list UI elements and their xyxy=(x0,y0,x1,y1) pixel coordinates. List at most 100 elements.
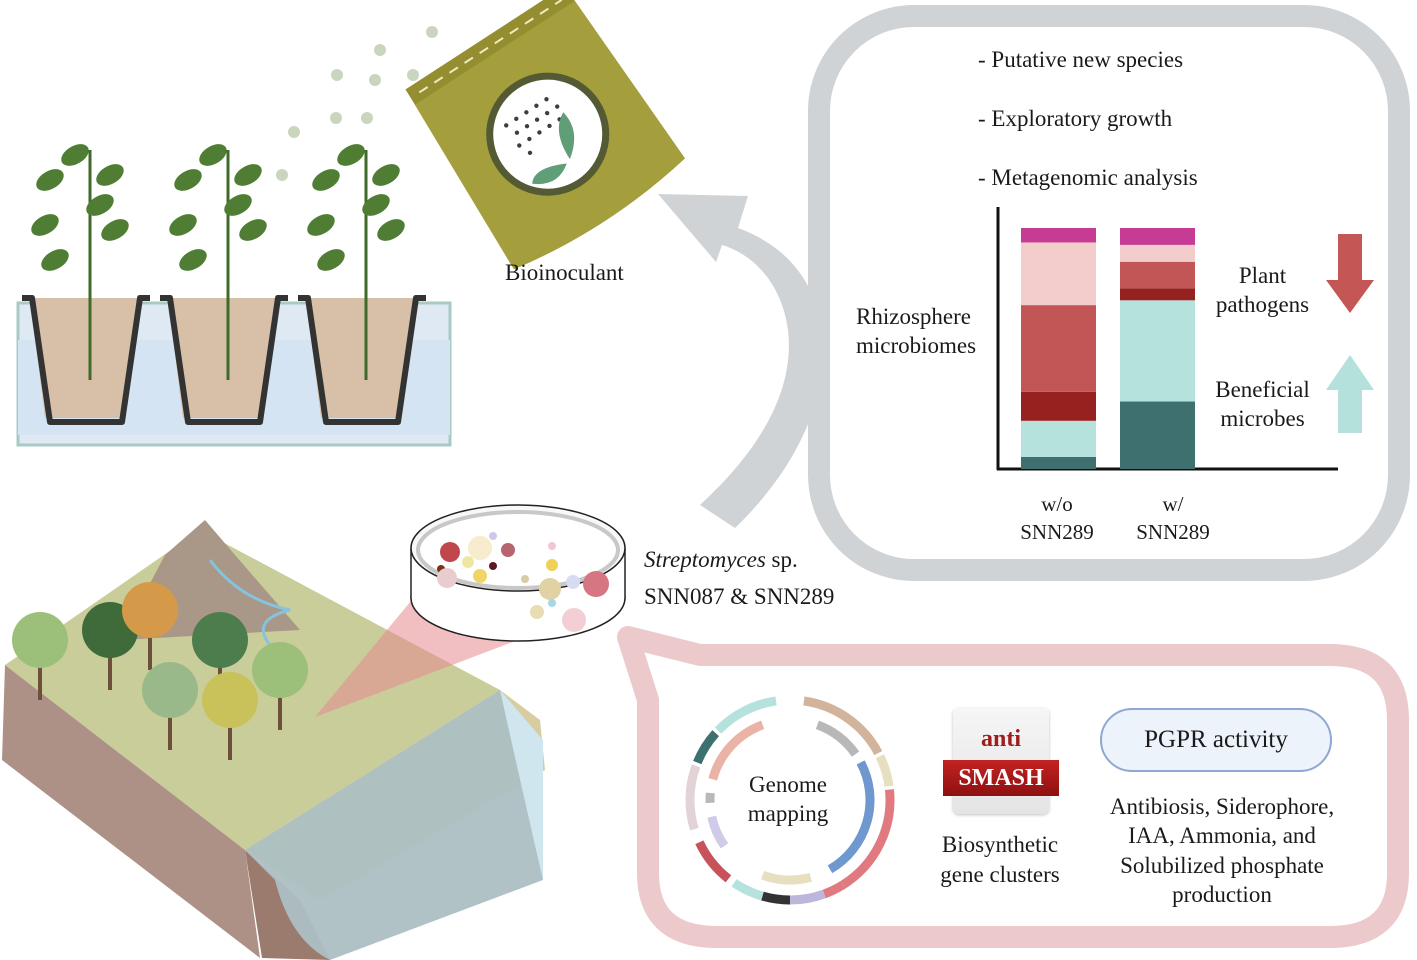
seed-dot xyxy=(361,112,373,124)
bar-segment xyxy=(1120,261,1195,289)
pot-outline xyxy=(298,295,426,425)
petri-dish-icon xyxy=(410,504,626,642)
genome-segment xyxy=(695,840,732,883)
gray-frame xyxy=(808,5,1410,581)
colony xyxy=(462,556,474,568)
bar-segment xyxy=(1021,420,1096,457)
genome-label-line1: Genome xyxy=(749,772,827,797)
bar-segment xyxy=(1120,244,1195,262)
pgpr-title: PGPR activity xyxy=(1144,726,1288,753)
tree-crown xyxy=(122,582,178,638)
pgpr-detail-line: IAA, Ammonia, and xyxy=(1128,823,1316,848)
seed-dot xyxy=(330,112,342,124)
leaf xyxy=(224,194,252,216)
down-arrow-icon xyxy=(1326,234,1374,313)
seed-dot xyxy=(276,169,288,181)
genome-label-line2: mapping xyxy=(747,801,829,826)
pink-frame xyxy=(617,626,1409,948)
genome-segment xyxy=(803,696,883,756)
genome-segment xyxy=(761,870,812,885)
bar-segment xyxy=(1021,305,1096,392)
genome-ring-icon xyxy=(685,696,895,905)
colony xyxy=(530,605,544,619)
genome-segment xyxy=(761,891,791,905)
genome-segment xyxy=(822,880,846,899)
bioinoculant-bag-icon xyxy=(405,0,686,270)
bar-segment xyxy=(1120,401,1195,469)
antismash-anti-text: anti xyxy=(980,726,1021,752)
bag-dot xyxy=(504,123,509,128)
colony xyxy=(440,542,460,562)
colony xyxy=(521,575,529,583)
seed-dot xyxy=(369,74,381,86)
pot-outline xyxy=(22,295,150,425)
bag-dot xyxy=(537,130,542,135)
leaf xyxy=(239,219,267,241)
colony xyxy=(539,578,561,600)
bgc-label-line2: gene clusters xyxy=(940,862,1060,887)
colony xyxy=(548,599,556,607)
leaf xyxy=(317,249,345,271)
seed-dot xyxy=(288,126,300,138)
beneficial-label-line1: Beneficial xyxy=(1215,377,1310,402)
genome-segment xyxy=(875,754,894,787)
bar-segment xyxy=(1021,242,1096,306)
cycle-arrow-icon xyxy=(658,194,824,528)
leaf xyxy=(31,214,59,236)
bar-segment xyxy=(1120,228,1195,245)
leaf xyxy=(199,144,227,166)
leaf xyxy=(169,214,197,236)
leaf xyxy=(61,144,89,166)
colony xyxy=(489,562,497,570)
tree-crown xyxy=(252,642,308,698)
genome-segment xyxy=(827,760,875,874)
bag-dot xyxy=(544,110,550,116)
y-axis-label-line1: Rhizosphere xyxy=(856,304,971,329)
leaf xyxy=(337,144,365,166)
strain-genus: Streptomyces xyxy=(644,547,766,572)
genome-segment xyxy=(714,696,777,734)
x-tick-label-line2: SNN289 xyxy=(1020,520,1094,544)
colony xyxy=(489,532,497,540)
bar-segment xyxy=(1120,300,1195,402)
finding-item: - Exploratory growth xyxy=(978,106,1173,131)
pot-outline xyxy=(160,295,288,425)
pgpr-detail-line: Antibiosis, Siderophore, xyxy=(1109,794,1335,819)
leaf xyxy=(362,194,390,216)
stacked-bars xyxy=(1021,228,1195,469)
leaf xyxy=(174,169,202,191)
seed-dot xyxy=(426,26,438,38)
leaf xyxy=(377,219,405,241)
colony xyxy=(566,575,580,589)
bgc-label-line1: Biosynthetic xyxy=(941,832,1059,857)
plant-pathogens-label-line1: Plant xyxy=(1238,263,1287,288)
colony xyxy=(548,542,556,550)
pgpr-detail-line: production xyxy=(1172,882,1272,907)
leaf xyxy=(36,169,64,191)
x-tick-label: w/o SNN289 xyxy=(1002,490,1112,546)
colony xyxy=(583,571,609,597)
seed-dot xyxy=(407,69,419,81)
bag-dot xyxy=(555,104,560,109)
leaf xyxy=(307,214,335,236)
leaf xyxy=(234,164,262,186)
bag-dot xyxy=(547,123,552,129)
pot-soil xyxy=(30,298,140,418)
x-tick-label-line1: w/o xyxy=(1041,492,1073,516)
tree-crown xyxy=(12,612,68,668)
colony xyxy=(501,543,515,557)
seed-dot xyxy=(331,69,343,81)
bag-dot xyxy=(524,110,529,115)
bioinoculant-label: Bioinoculant xyxy=(505,260,624,285)
finding-item: - Putative new species xyxy=(978,47,1184,72)
finding-item: - Metagenomic analysis xyxy=(978,165,1198,190)
x-tick-label: w/ SNN289 xyxy=(1118,490,1228,546)
bag-dot xyxy=(527,136,532,142)
leaf xyxy=(372,164,400,186)
beneficial-label-line2: microbes xyxy=(1220,406,1305,431)
plant-pathogens-label-line2: pathogens xyxy=(1215,292,1310,317)
bag-dot xyxy=(517,143,522,148)
bar-segment xyxy=(1021,228,1096,243)
pot-soil xyxy=(306,298,416,418)
